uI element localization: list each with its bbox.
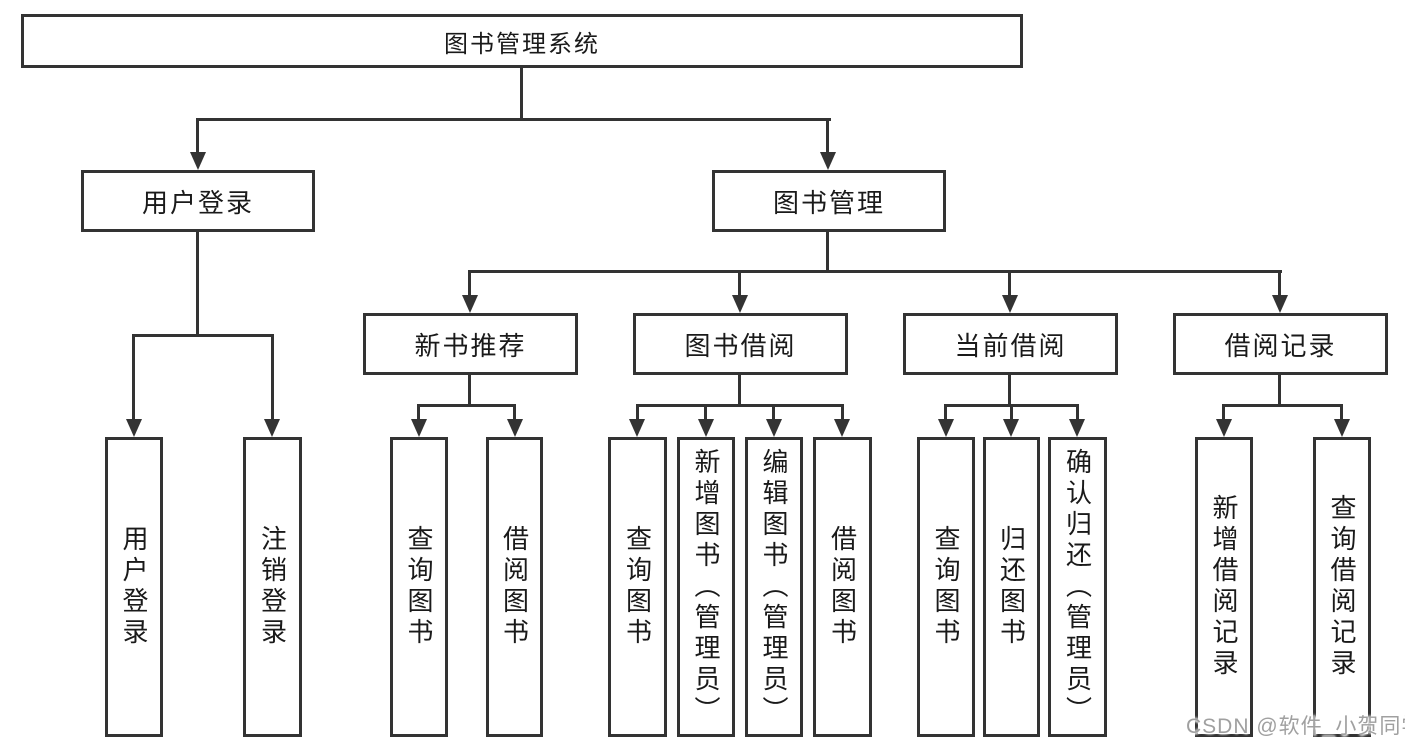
node-new-book-recommend: 新书推荐 xyxy=(363,313,578,375)
arrow-to-leaf-logout xyxy=(264,419,280,437)
csdn-watermark: CSDN @软件_小贺同学 xyxy=(1186,715,1405,738)
arrow-to-current-confirm xyxy=(1069,419,1085,437)
connector-to-borrow-query xyxy=(636,404,639,421)
connector-to-current-return xyxy=(1010,404,1013,421)
connector-to-borrow-edit xyxy=(772,404,775,421)
connector-to-user-login xyxy=(196,118,199,153)
connector-to-book-borrow xyxy=(738,270,741,297)
node-user-login: 用户登录 xyxy=(81,170,315,232)
connector-root-stem xyxy=(520,68,523,121)
leaf-current-confirm-return-admin: 确认归还（管理员） xyxy=(1048,437,1107,737)
connector-book-borrow-stem xyxy=(738,375,741,406)
node-book-management: 图书管理 xyxy=(712,170,946,232)
connector-to-borrow-borrow xyxy=(841,404,844,421)
leaf-records-add-record: 新增借阅记录 xyxy=(1195,437,1253,737)
arrow-to-user-login xyxy=(190,152,206,170)
connector-to-book-mgmt xyxy=(826,118,829,153)
connector-to-leaf-user-login xyxy=(132,334,135,420)
leaf-borrow-edit-book-admin: 编辑图书（管理员） xyxy=(745,437,803,737)
arrow-to-book-mgmt xyxy=(820,152,836,170)
connector-level2-horizontal xyxy=(468,270,1282,273)
connector-to-rec-borrow xyxy=(513,404,516,421)
leaf-records-query-record: 查询借阅记录 xyxy=(1313,437,1371,737)
connector-to-records-add xyxy=(1222,404,1225,421)
leaf-borrow-query-book: 查询图书 xyxy=(608,437,667,737)
connector-level1-horizontal xyxy=(196,118,831,121)
connector-to-rec-query xyxy=(417,404,420,421)
connector-to-borrow-add xyxy=(704,404,707,421)
connector-user-login-horizontal xyxy=(132,334,274,337)
arrow-to-leaf-user-login xyxy=(126,419,142,437)
leaf-current-query-book: 查询图书 xyxy=(917,437,975,737)
arrow-to-rec-query xyxy=(411,419,427,437)
arrow-to-rec-borrow xyxy=(507,419,523,437)
arrow-to-records-add xyxy=(1216,419,1232,437)
leaf-current-return-book: 归还图书 xyxy=(983,437,1040,737)
connector-user-login-stem xyxy=(196,232,199,335)
connector-to-records-query xyxy=(1340,404,1343,421)
node-library-management-system: 图书管理系统 xyxy=(21,14,1023,68)
arrow-to-current-return xyxy=(1003,419,1019,437)
arrow-to-borrow-add xyxy=(698,419,714,437)
node-current-borrow: 当前借阅 xyxy=(903,313,1118,375)
arrow-to-borrow-borrow xyxy=(834,419,850,437)
connector-current-borrow-stem xyxy=(1008,375,1011,406)
arrow-to-book-borrow xyxy=(732,295,748,313)
leaf-user-login: 用户登录 xyxy=(105,437,163,737)
arrow-to-borrow-records xyxy=(1272,295,1288,313)
connector-to-borrow-records xyxy=(1278,270,1281,297)
arrow-to-current-borrow xyxy=(1002,295,1018,313)
arrow-to-current-query xyxy=(938,419,954,437)
connector-to-new-book-rec xyxy=(468,270,471,297)
connector-to-leaf-logout xyxy=(271,334,274,420)
connector-book-borrow-horizontal xyxy=(636,404,842,407)
connector-to-current-confirm xyxy=(1076,404,1079,421)
arrow-to-borrow-query xyxy=(629,419,645,437)
leaf-borrow-add-book-admin: 新增图书（管理员） xyxy=(677,437,735,737)
leaf-borrow-borrow-book: 借阅图书 xyxy=(813,437,872,737)
connector-borrow-records-horizontal xyxy=(1222,404,1342,407)
connector-new-book-rec-stem xyxy=(468,375,471,406)
connector-book-mgmt-stem xyxy=(826,232,829,272)
connector-new-book-rec-horizontal xyxy=(417,404,516,407)
leaf-logout-login: 注销登录 xyxy=(243,437,302,737)
node-book-borrow: 图书借阅 xyxy=(633,313,848,375)
connector-to-current-borrow xyxy=(1008,270,1011,297)
node-borrow-records: 借阅记录 xyxy=(1173,313,1388,375)
connector-to-current-query xyxy=(944,404,947,421)
arrow-to-records-query xyxy=(1334,419,1350,437)
arrow-to-borrow-edit xyxy=(766,419,782,437)
leaf-rec-query-book: 查询图书 xyxy=(390,437,448,737)
leaf-rec-borrow-book: 借阅图书 xyxy=(486,437,543,737)
arrow-to-new-book-rec xyxy=(462,295,478,313)
connector-borrow-records-stem xyxy=(1278,375,1281,406)
